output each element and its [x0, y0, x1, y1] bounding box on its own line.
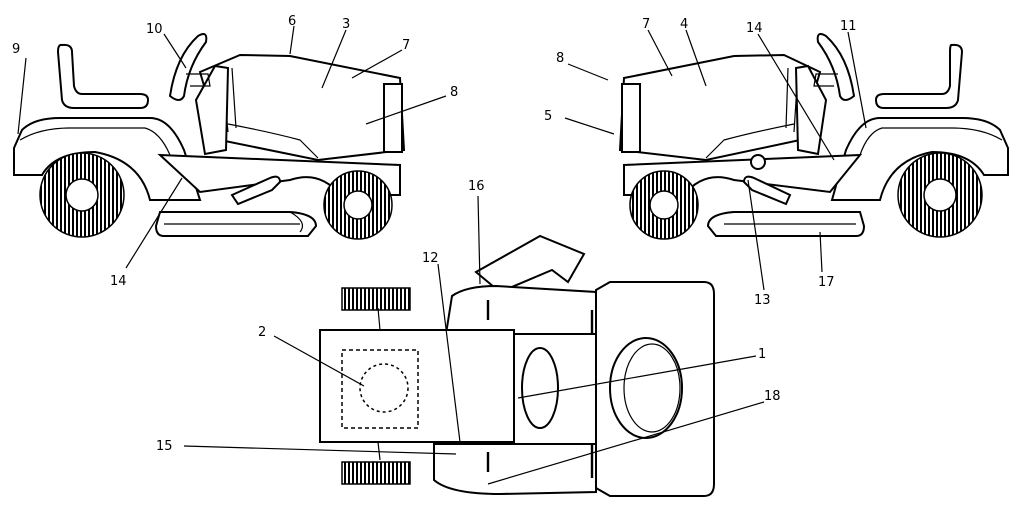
- callout-7-right: 7: [642, 17, 650, 32]
- dash-left: [194, 64, 230, 156]
- seat-left: [56, 43, 150, 109]
- rear-fender-right: [830, 117, 1009, 201]
- callout-2: 2: [258, 325, 266, 340]
- steering-top: [609, 337, 683, 439]
- grille-left: [383, 83, 403, 153]
- leader-lines: [17, 25, 867, 485]
- callout-3: 3: [342, 17, 350, 32]
- callout-10: 10: [146, 22, 163, 37]
- callout-labels: 9 10 6 3 7 8 14 8 5 7 4 14 11 13 17 16 1…: [12, 14, 857, 454]
- callout-8-right: 8: [556, 51, 564, 66]
- fender-top-lower: [433, 443, 597, 496]
- seat-top: [319, 329, 515, 443]
- right-side-view: [618, 33, 1009, 240]
- callout-18: 18: [764, 389, 781, 404]
- callout-16: 16: [468, 179, 485, 194]
- callout-12: 12: [422, 251, 439, 266]
- callout-5: 5: [544, 109, 552, 124]
- hood-left: [198, 53, 406, 162]
- callout-4: 4: [680, 17, 688, 32]
- grille-right: [621, 83, 641, 153]
- callout-9: 9: [12, 42, 20, 57]
- callout-13: 13: [754, 293, 771, 308]
- top-view: [319, 234, 715, 497]
- seat-cushion-top: [341, 349, 419, 429]
- callout-14-left: 14: [110, 274, 127, 289]
- callout-6: 6: [288, 14, 296, 29]
- dash-right: [794, 64, 828, 156]
- knob-right: [750, 154, 766, 170]
- callout-17: 17: [818, 275, 835, 290]
- steering-wheel-right: [816, 33, 856, 101]
- callout-1: 1: [758, 347, 766, 362]
- callout-7-left: 7: [402, 38, 410, 53]
- left-side-view: [13, 33, 406, 240]
- rear-tire-top-lower: [341, 461, 411, 485]
- callout-15: 15: [156, 439, 173, 454]
- callout-8-left: 8: [450, 85, 458, 100]
- callout-14-right: 14: [746, 21, 763, 36]
- discharge-chute: [474, 234, 586, 294]
- steering-wheel-left: [168, 33, 208, 101]
- fender-top-upper: [444, 284, 597, 335]
- lever-left: [230, 175, 282, 206]
- callout-11: 11: [840, 19, 857, 34]
- rear-tire-top-upper: [341, 287, 411, 311]
- seat-right: [874, 43, 964, 109]
